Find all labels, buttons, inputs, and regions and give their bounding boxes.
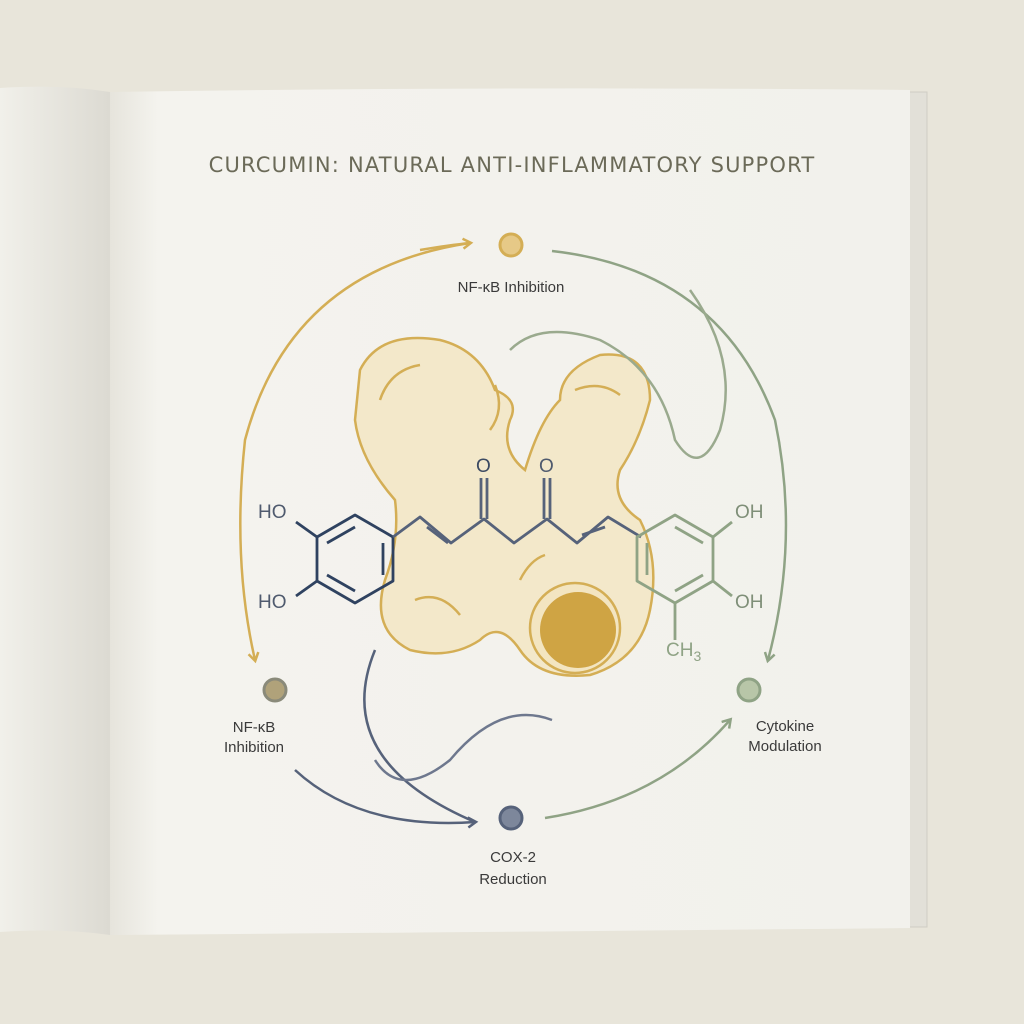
left-page <box>0 86 110 935</box>
arrow-top-to-left <box>239 241 471 660</box>
carbonyl-o-right: O <box>539 456 554 477</box>
node-top <box>498 232 524 258</box>
node-left <box>262 677 288 703</box>
node-bottom <box>498 805 524 831</box>
arrow-left-to-bottom <box>294 769 475 823</box>
ho-label-top: HO <box>258 502 287 523</box>
loop-curve <box>509 289 727 459</box>
ginger-cross-section <box>540 592 616 668</box>
arrow-ginger-to-bottom <box>363 649 476 824</box>
ho-label-bottom: HO <box>258 592 287 613</box>
node-right <box>736 677 762 703</box>
arrow-top-start <box>419 243 470 252</box>
node-bottom-label-line2: Reduction <box>479 871 547 888</box>
page-title: CURCUMIN: NATURAL ANTI-INFLAMMATORY SUPP… <box>209 153 816 177</box>
node-top-label: NF-κB Inhibition <box>458 279 565 296</box>
ginger-tail-curve <box>373 713 553 782</box>
ch3-label: CH3 <box>666 640 701 664</box>
arrow-top-to-right <box>551 249 788 660</box>
oh-label-top: OH <box>735 502 764 523</box>
linker-chain <box>392 478 642 545</box>
node-right-label-line1: Cytokine <box>756 718 814 735</box>
node-left-label-line2: Inhibition <box>224 739 284 756</box>
right-benzene-ring <box>635 513 733 640</box>
node-left-label-line1: NF-κB <box>233 719 276 736</box>
oh-label-bottom: OH <box>735 592 764 613</box>
carbonyl-o-left: O <box>476 456 491 477</box>
arrow-bottom-to-right <box>544 720 730 820</box>
node-right-label-line2: Modulation <box>748 738 821 755</box>
node-bottom-label-line1: COX-2 <box>490 849 536 866</box>
curcumin-structure <box>295 478 733 640</box>
